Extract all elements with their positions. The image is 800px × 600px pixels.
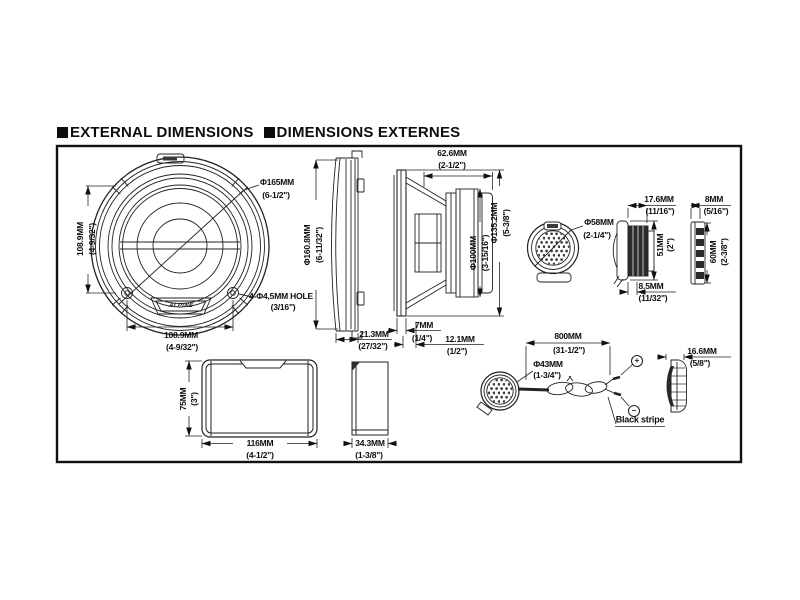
flush-tweeter-side-drawing <box>657 354 731 413</box>
dim-woofer-side-front-lip-mm: 7MM <box>414 319 434 330</box>
dim-woofer-side-frame-diameter-mm: Φ135.2MM <box>488 202 499 244</box>
section-marker-icon <box>263 127 275 138</box>
drawing-frame <box>55 144 743 464</box>
dim-grille-side-depth-mm: 21.3MM <box>359 328 389 339</box>
dim-tweeter-grille-depth-mm: 8MM <box>704 193 724 204</box>
dim-woofer-front-width-mm: 108.9MM <box>163 329 199 340</box>
tweeter-cable-drawing <box>476 340 665 427</box>
dim-crossover-side-depth-mm: 34.3MM <box>355 437 385 448</box>
dim-woofer-side-protrusion-mm: 12.1MM <box>445 333 475 344</box>
positive-terminal-icon: + <box>631 355 643 367</box>
dim-woofer-front-diameter-mm: Φ165MM <box>259 176 295 187</box>
dim-cable-length-in: (31-1/2") <box>553 344 585 355</box>
alpine-logo: ALPINE <box>168 303 194 309</box>
dim-grille-side-depth-in: (27/32") <box>358 340 388 351</box>
dim-woofer-side-depth-in: (2-1/2") <box>438 159 466 170</box>
dim-tweeter-side-height-in: (2") <box>664 238 675 252</box>
dim-woofer-side-magnet-diameter-in: (3-15/16") <box>479 234 490 272</box>
dim-woofer-side-protrusion-in: (1/2") <box>446 345 468 356</box>
dim-tweeter-side-rear-depth-in: (11/32") <box>638 292 668 303</box>
dim-grille-side-diameter-in: (6-11/32") <box>313 226 324 264</box>
grille-side-drawing <box>313 150 392 343</box>
dim-grille-side-diameter-mm: Φ160.8MM <box>301 224 312 266</box>
dim-tweeter-grille-height-in: (2-3/8") <box>718 238 729 266</box>
alpine-badge-icon <box>163 156 177 161</box>
dim-tweeter-side-depth-in: (11/16") <box>645 205 675 216</box>
tweeter-side-drawing <box>612 202 676 295</box>
dim-crossover-front-width-in: (4-1/2") <box>246 449 274 460</box>
dim-flush-tweeter-depth-mm: 16.6MM <box>687 345 717 356</box>
dim-crossover-front-width-mm: 116MM <box>246 437 274 448</box>
woofer-front-drawing <box>85 153 270 336</box>
black-stripe-note: Black stripe <box>615 414 665 425</box>
dim-tweeter-grille-height-mm: 60MM <box>707 240 718 264</box>
dim-woofer-side-frame-diameter-in: (5-3/8") <box>500 209 511 237</box>
dim-cable-length-mm: 800MM <box>554 330 582 341</box>
dim-crossover-front-height-in: (3") <box>188 392 199 406</box>
title-english: EXTERNAL DIMENSIONS <box>70 124 254 141</box>
dim-woofer-front-width-in: (4-9/32") <box>166 341 198 352</box>
dim-tweeter-side-rear-depth-mm: 8.5MM <box>638 280 664 291</box>
dim-crossover-side-depth-in: (1-3/8") <box>355 449 383 460</box>
dim-tweeter-grille-depth-in: (5/16") <box>703 205 729 216</box>
dim-woofer-front-height-mm: 108.9MM <box>74 221 85 257</box>
page-title: EXTERNAL DIMENSIONS DIMENSIONS EXTERNES <box>57 124 460 141</box>
tweeter-front-drawing <box>526 221 584 283</box>
crossover-front-drawing <box>185 359 318 448</box>
dim-flush-tweeter-depth-in: (5/8") <box>689 357 711 368</box>
alpine-badge-icon <box>156 153 185 164</box>
dim-tweeter-side-depth-mm: 17.6MM <box>644 193 674 204</box>
dim-woofer-front-diameter-in: (6-1/2") <box>262 189 290 200</box>
dim-cable-tweeter-diameter-mm: Φ43MM <box>533 358 563 369</box>
dim-woofer-side-depth-mm: 62.6MM <box>437 147 467 158</box>
dim-crossover-front-height-mm: 75MM <box>177 387 188 411</box>
dim-tweeter-front-diameter-in: (2-1/4") <box>583 229 611 240</box>
dim-woofer-side-front-lip-in: (1/4") <box>411 332 433 343</box>
dim-woofer-front-holes-mm: 4-Φ4,5MM HOLE <box>249 290 313 301</box>
crossover-side-drawing <box>343 361 397 448</box>
dim-woofer-side-magnet-diameter-mm: Φ100MM <box>467 235 478 271</box>
dim-cable-tweeter-diameter-in: (1-3/4") <box>533 369 561 380</box>
title-french: DIMENSIONS EXTERNES <box>276 124 461 141</box>
woofer-side-drawing <box>388 169 504 348</box>
dim-tweeter-front-diameter-mm: Φ58MM <box>584 216 614 227</box>
negative-terminal-icon: − <box>628 405 640 417</box>
dim-woofer-front-height-in: (4-9/32") <box>86 223 97 255</box>
tweeter-grille-side-drawing <box>690 202 731 285</box>
section-marker-icon <box>57 127 68 138</box>
alpine-badge-icon <box>547 224 558 228</box>
dim-tweeter-side-height-mm: 51MM <box>654 233 665 257</box>
dim-woofer-front-holes-in: (3/16") <box>270 301 296 312</box>
